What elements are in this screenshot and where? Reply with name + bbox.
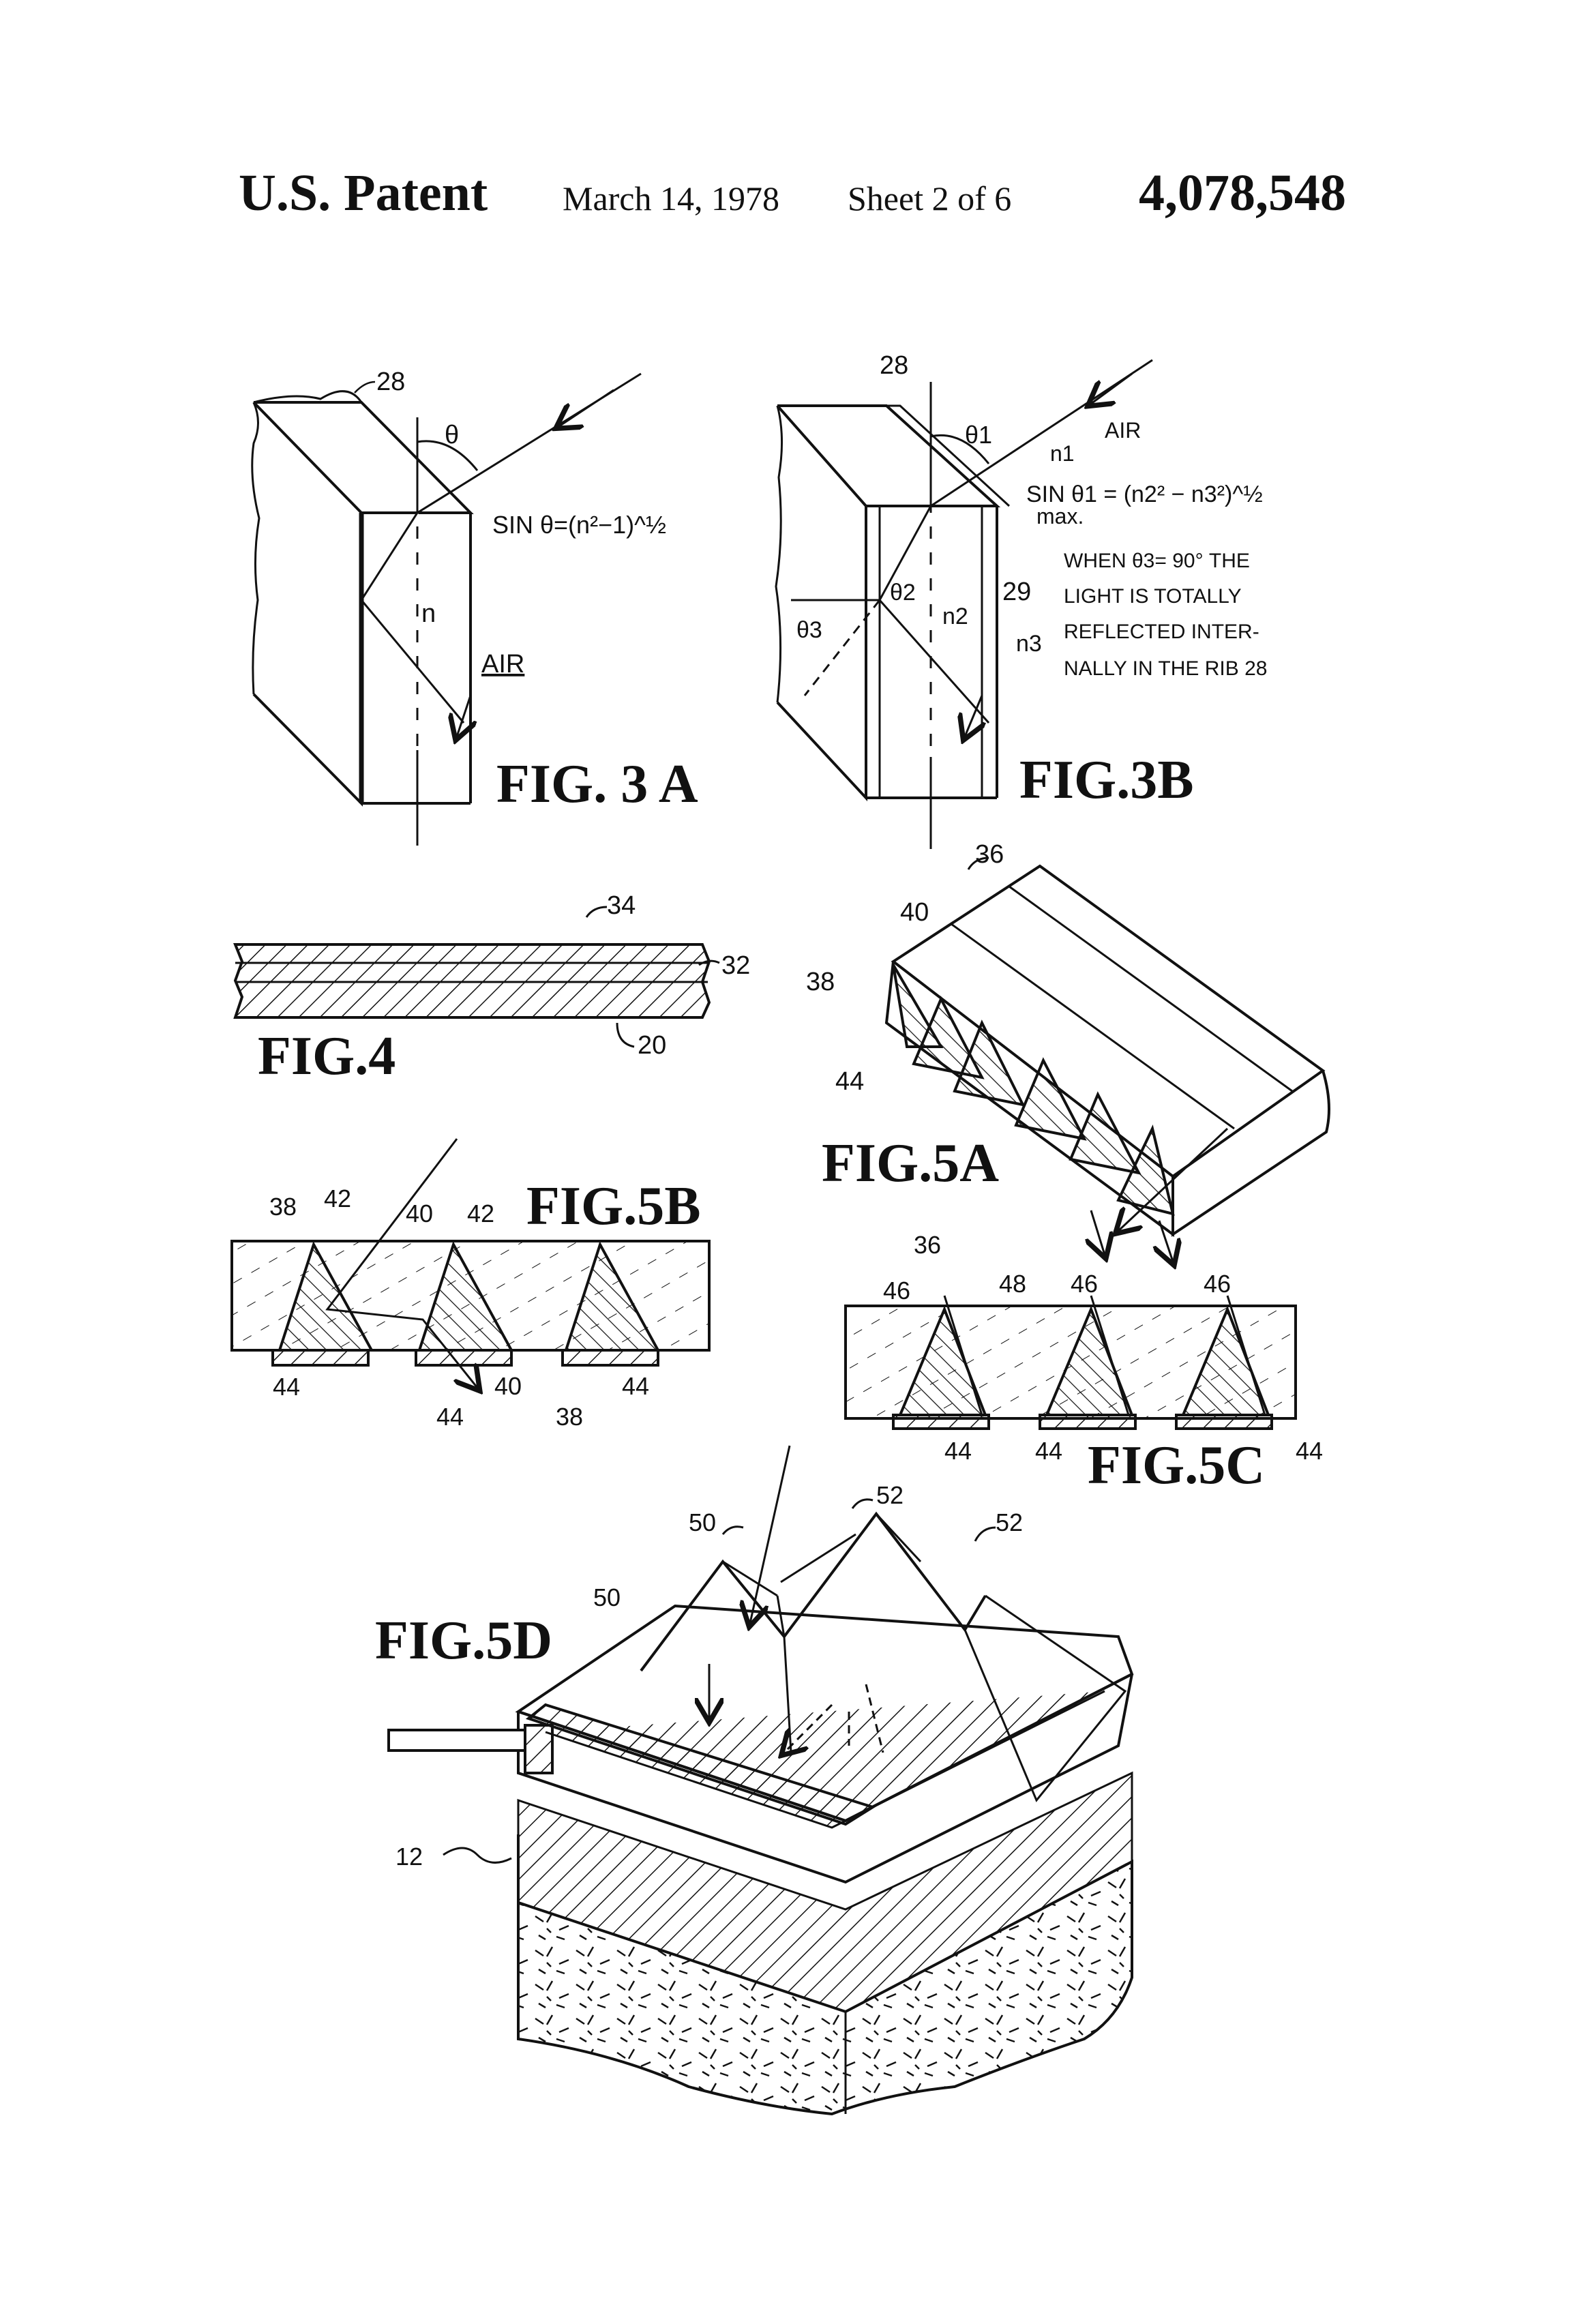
- fig3b-ref-28: 28: [880, 351, 908, 380]
- fig3b-n3: n3: [1016, 631, 1042, 657]
- fig5c-ref-44b: 44: [1035, 1437, 1062, 1465]
- fig3b-label: FIG.3B: [1019, 750, 1194, 810]
- fig5b-ref-42a: 42: [324, 1185, 351, 1212]
- fig5c-ref-36: 36: [914, 1231, 941, 1259]
- fig5b-ref-42b: 42: [467, 1200, 494, 1227]
- fig5d-ref-12: 12: [395, 1843, 423, 1871]
- fig5a-ref-38: 38: [806, 968, 835, 996]
- fig5b-ref-44b: 44: [436, 1403, 464, 1431]
- fig3b-theta2: θ2: [890, 580, 916, 606]
- fig3b-n1: n1: [1050, 441, 1075, 466]
- fig5c-ref-44c: 44: [1296, 1437, 1323, 1465]
- fig4-ref-20: 20: [638, 1031, 666, 1060]
- fig5c-ref-44a: 44: [944, 1437, 972, 1465]
- fig5a-ref-44: 44: [835, 1067, 864, 1096]
- fig4-label: FIG.4: [258, 1026, 395, 1086]
- fig5b-ref-44c: 44: [622, 1372, 649, 1400]
- fig3b-theta3: θ3: [796, 617, 822, 643]
- fig5b-ref-38b: 38: [556, 1403, 583, 1431]
- fig5b-ref-40: 40: [406, 1200, 433, 1227]
- fig3b-formula-2: max.: [1036, 504, 1084, 528]
- fig5c-ref-46a: 46: [883, 1277, 910, 1305]
- fig5d-ref-50b: 50: [593, 1583, 621, 1611]
- fig-5a: [886, 858, 1329, 1262]
- fig3a-n: n: [421, 599, 436, 628]
- fig4-ref-34: 34: [607, 891, 636, 920]
- fig3b-theta1: θ1: [965, 421, 992, 449]
- fig5c-ref-46b: 46: [1071, 1270, 1098, 1298]
- fig3a-ref-28: 28: [376, 368, 405, 396]
- fig5a-label: FIG.5A: [822, 1133, 999, 1193]
- fig3b-ref-29: 29: [1002, 578, 1031, 606]
- fig3b-note-2: LIGHT IS TOTALLY: [1064, 585, 1242, 608]
- fig5b-ref-44a: 44: [273, 1373, 300, 1401]
- fig3b-n2: n2: [942, 604, 968, 629]
- fig5d-ref-50a: 50: [689, 1508, 716, 1536]
- fig3a-formula: SIN θ=(n²−1)^½: [492, 511, 666, 539]
- fig-5c: [846, 1296, 1296, 1429]
- fig5c-label: FIG.5C: [1088, 1435, 1265, 1495]
- fig5d-ref-52a: 52: [876, 1481, 904, 1509]
- fig4-ref-32: 32: [721, 951, 750, 980]
- fig3a-label: FIG. 3 A: [496, 754, 698, 814]
- fig3b-note-4: NALLY IN THE RIB 28: [1064, 657, 1267, 680]
- fig3a-air: AIR: [481, 650, 524, 679]
- fig5b-ref-38: 38: [269, 1193, 297, 1221]
- fig3a-theta: θ: [445, 421, 459, 449]
- fig-5d: [389, 1446, 1132, 2114]
- fig3b-air: AIR: [1105, 418, 1141, 443]
- fig5d-label: FIG.5D: [375, 1611, 552, 1671]
- fig5d-ref-52b: 52: [996, 1508, 1023, 1536]
- fig5b-label: FIG.5B: [526, 1176, 701, 1236]
- fig5c-ref-48: 48: [999, 1270, 1026, 1298]
- fig3b-note-1: WHEN θ3= 90° THE: [1064, 550, 1250, 572]
- fig5a-ref-40: 40: [900, 898, 929, 927]
- fig3b-note-3: REFLECTED INTER-: [1064, 621, 1259, 643]
- fig5a-ref-36: 36: [975, 840, 1004, 869]
- fig5b-ref-40b: 40: [494, 1372, 522, 1400]
- fig5c-ref-46c: 46: [1204, 1270, 1231, 1298]
